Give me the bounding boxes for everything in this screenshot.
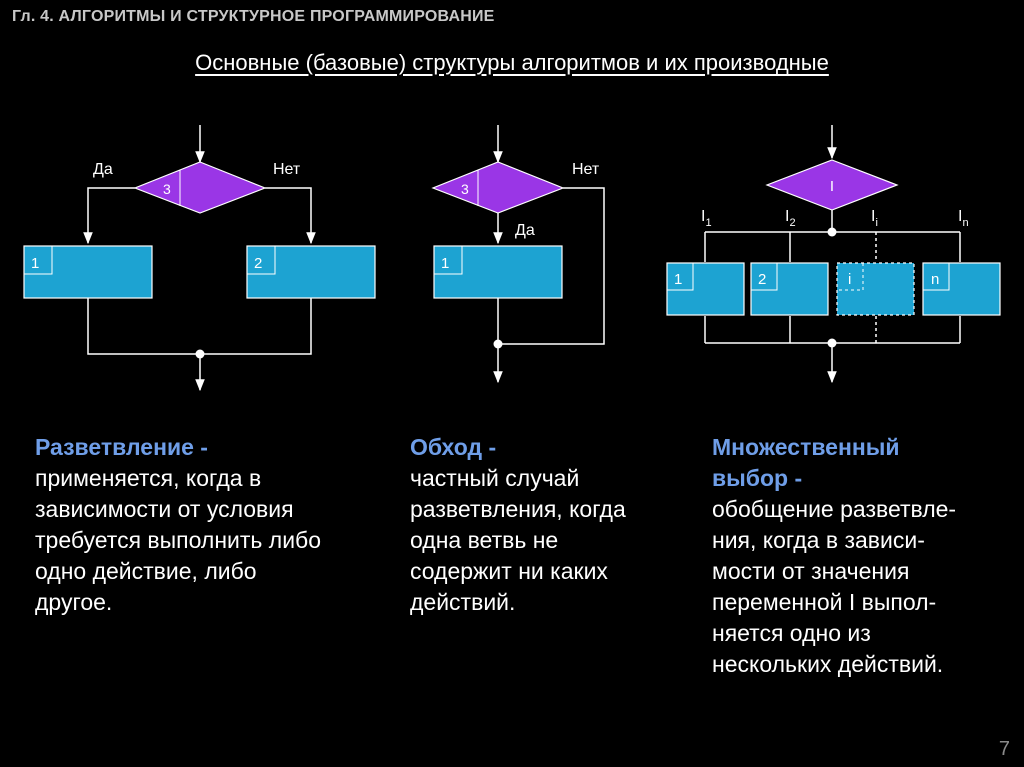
multiple-action-2: 2 (750, 262, 829, 316)
multiple-action-1-label: 1 (674, 271, 682, 288)
case-label-i: Ii (871, 208, 878, 229)
description-line: применяется, когда в (35, 465, 262, 491)
description-line: другое. (35, 589, 113, 615)
case-label-2: I2 (785, 208, 796, 229)
bypass-term: Обход - (410, 434, 497, 460)
slide-subtitle: Основные (базовые) структуры алгоритмов … (195, 50, 829, 75)
multiple-action-n: n (922, 262, 1001, 316)
bypass-yes-label: Да (515, 222, 535, 239)
description-line: частный случай (410, 465, 580, 491)
description-line: действий. (410, 589, 516, 615)
branching-action-1-label: 1 (31, 255, 39, 272)
description-line: ния, когда в зависи- (712, 527, 925, 553)
bypass-description: Обход - частный случай разветвления, ког… (410, 432, 680, 618)
chapter-header: Гл. 4. АЛГОРИТМЫ И СТРУКТУРНОЕ ПРОГРАММИ… (12, 8, 495, 25)
description-line: переменной I выпол- (712, 589, 937, 615)
description-line: одно действие, либо (35, 558, 257, 584)
case-label-n: In (958, 208, 969, 229)
description-line: зависимости от условия (35, 496, 294, 522)
multiple-term-line-1: Множественный (712, 434, 900, 460)
bypass-merge-dot (493, 339, 503, 349)
case-label-1: I1 (701, 208, 712, 229)
multiple-term-line-2: выбор - (712, 465, 803, 491)
multiple-action-2-label: 2 (758, 271, 766, 288)
description-line: требуется выполнить либо (35, 527, 322, 553)
branching-condition-diamond: 3 (133, 161, 267, 214)
branching-description: Разветвление - применяется, когда в зави… (35, 432, 375, 618)
branching-action-2-label: 2 (254, 255, 262, 272)
flowcharts-diagram: 3 Да Нет 1 2 3 Да Нет 1 (23, 125, 1001, 392)
description-line: разветвления, когда (410, 496, 626, 522)
no-branch-bypass-line (498, 187, 605, 345)
bypass-condition-label: 3 (461, 181, 469, 197)
bypass-action-1-label: 1 (441, 255, 449, 272)
branching-yes-label: Да (93, 161, 113, 178)
description-line: содержит ни каких (410, 558, 608, 584)
bypass-flowchart (493, 125, 605, 384)
multiple-action-i-label: i (848, 271, 851, 288)
description-line: обобщение разветвле- (712, 496, 957, 522)
multiple-split-dot (827, 227, 837, 237)
yes-branch-line (83, 187, 135, 245)
description-line: одна ветвь не (410, 527, 559, 553)
no-branch-line (265, 187, 316, 245)
branching-merge-dot (195, 349, 205, 359)
branching-action-2: 2 (246, 245, 376, 299)
branching-term: Разветвление - (35, 434, 208, 460)
page-number: 7 (998, 738, 1010, 760)
branching-condition-label: 3 (163, 181, 171, 197)
bypass-condition-diamond: 3 (431, 161, 565, 214)
branching-no-label: Нет (273, 161, 301, 178)
merge-line (87, 298, 312, 355)
multiple-action-n-label: n (931, 271, 939, 288)
bypass-action-1: 1 (433, 245, 563, 299)
multiple-selector-diamond: I (765, 159, 899, 211)
description-line: нескольких действий. (712, 651, 944, 677)
multiple-description: Множественный выбор - обобщение разветвл… (712, 432, 1012, 680)
branching-action-1: 1 (23, 245, 153, 299)
multiple-action-i: i (836, 262, 915, 316)
description-line: няется одно из (712, 620, 871, 646)
multiple-merge-dot (827, 338, 837, 348)
multiple-selector-label: I (830, 178, 834, 195)
bypass-no-label: Нет (572, 161, 600, 178)
description-line: мости от значения (712, 558, 910, 584)
multiple-action-1: 1 (666, 262, 745, 316)
